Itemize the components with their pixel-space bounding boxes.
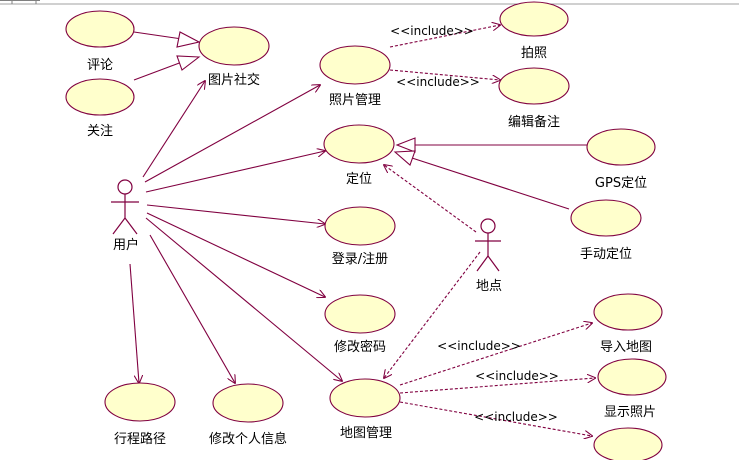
assoc-user-photo-manage bbox=[144, 85, 320, 183]
label-actor-user: 用户 bbox=[112, 238, 140, 253]
label-login-register: 登录/注册 bbox=[331, 252, 389, 267]
assoc-user-profile bbox=[149, 234, 235, 383]
usecase-photo-manage[interactable] bbox=[319, 45, 391, 85]
usecase-manual-locate[interactable] bbox=[570, 199, 642, 237]
usecase-route[interactable] bbox=[104, 382, 176, 422]
assoc-user-map bbox=[145, 217, 342, 381]
include-photo-edit bbox=[389, 69, 500, 80]
generalization-follow-social bbox=[133, 61, 183, 81]
label-map-manage: 地图管理 bbox=[339, 426, 393, 441]
generalization-arrowhead bbox=[176, 55, 201, 71]
usecase-comment[interactable] bbox=[65, 10, 135, 48]
usecase-locate[interactable] bbox=[323, 124, 395, 164]
include-map-show-photo bbox=[399, 401, 592, 436]
stereotype-include: <<include>> bbox=[437, 339, 521, 353]
label-gps-locate: GPS定位 bbox=[594, 176, 648, 191]
generalization-manual-locate bbox=[411, 157, 570, 210]
stereotype-include: <<include>> bbox=[396, 75, 480, 89]
dependency-place-map bbox=[384, 251, 481, 378]
label-import-map: 导入地图 bbox=[599, 340, 653, 355]
usecase-edit-note[interactable] bbox=[498, 67, 570, 105]
label-locate: 定位 bbox=[345, 172, 373, 187]
label-edit-note: 编辑备注 bbox=[507, 115, 561, 130]
label-manual-locate: 手动定位 bbox=[579, 247, 633, 262]
assoc-user-locate bbox=[145, 151, 325, 193]
label-actor-place: 地点 bbox=[475, 279, 503, 294]
assoc-user-social bbox=[142, 81, 205, 178]
generalization-comment-social bbox=[133, 31, 183, 40]
usecase-map-manage[interactable] bbox=[329, 378, 401, 418]
generalization-arrowhead bbox=[395, 137, 416, 153]
label-show-photo: 显示照片 bbox=[603, 405, 657, 420]
assoc-user-password bbox=[146, 212, 325, 297]
actor-place[interactable] bbox=[475, 218, 501, 272]
usecase-take-photo[interactable] bbox=[499, 1, 569, 37]
usecase-change-password[interactable] bbox=[324, 294, 396, 334]
label-photo-social: 图片社交 bbox=[207, 73, 261, 88]
usecase-extra[interactable] bbox=[593, 427, 663, 460]
actor-user[interactable] bbox=[111, 179, 139, 235]
assoc-user-route bbox=[129, 263, 139, 383]
usecase-follow[interactable] bbox=[65, 78, 135, 116]
label-photo-manage: 照片管理 bbox=[328, 93, 382, 108]
label-follow: 关注 bbox=[86, 124, 114, 139]
label-route: 行程路径 bbox=[113, 432, 167, 447]
label-comment: 评论 bbox=[86, 58, 114, 73]
stereotype-include: <<include>> bbox=[390, 24, 474, 38]
dependency-place-locate bbox=[384, 165, 477, 233]
window-top-edge bbox=[0, 0, 739, 5]
stereotype-include: <<include>> bbox=[475, 369, 559, 383]
generalization-arrowhead bbox=[176, 31, 201, 48]
generalization-arrowhead bbox=[393, 150, 416, 166]
assoc-user-login bbox=[146, 204, 325, 224]
usecase-show-photo[interactable] bbox=[597, 358, 667, 396]
usecase-gps-locate[interactable] bbox=[586, 128, 656, 166]
usecase-edit-profile[interactable] bbox=[212, 383, 284, 423]
label-edit-profile: 修改个人信息 bbox=[208, 432, 288, 447]
label-change-password: 修改密码 bbox=[333, 340, 387, 355]
usecase-import-map[interactable] bbox=[593, 293, 663, 331]
stereotype-include: <<include>> bbox=[474, 410, 558, 424]
usecase-login-register[interactable] bbox=[324, 206, 396, 246]
include-photo-take bbox=[389, 25, 500, 48]
include-map-show bbox=[399, 378, 595, 394]
label-take-photo: 拍照 bbox=[520, 46, 548, 61]
include-map-import bbox=[399, 323, 592, 386]
usecase-photo-social[interactable] bbox=[198, 26, 270, 66]
